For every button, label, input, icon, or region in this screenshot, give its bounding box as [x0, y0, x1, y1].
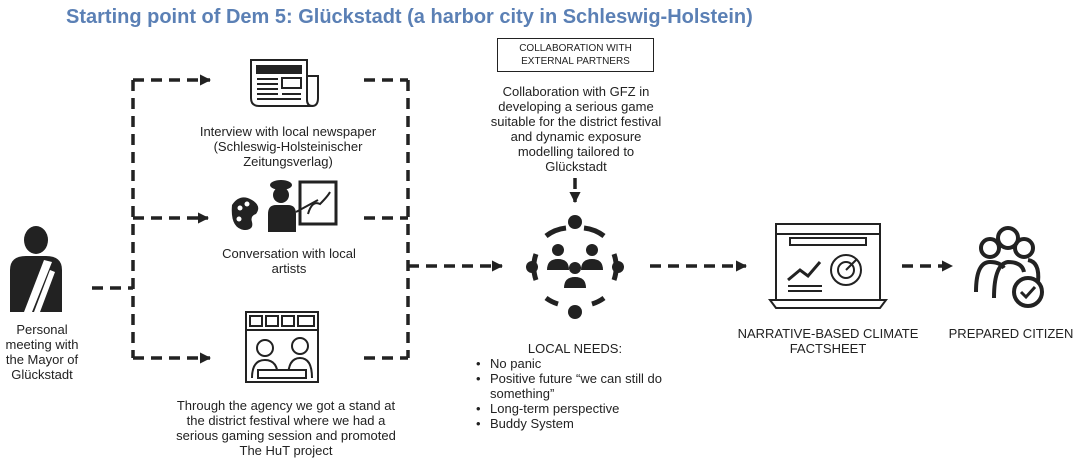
newspaper-icon	[250, 59, 319, 107]
artist-label: Conversation with local artists	[222, 246, 356, 276]
factsheet-label: NARRATIVE-BASED CLIMATE FACTSHEET	[737, 326, 919, 356]
citizen-group-icon	[974, 226, 1044, 308]
collaboration-box: COLLABORATION WITH EXTERNAL PARTNERS	[497, 38, 654, 72]
community-network-icon	[526, 215, 624, 319]
newspaper-label: Interview with local newspaper (Schleswi…	[199, 124, 377, 169]
list-item: Positive future “we can still do somethi…	[476, 371, 710, 401]
mayor-meeting-label: Personal meeting with the Mayor of Glück…	[5, 322, 79, 382]
artist-icon	[231, 180, 338, 232]
list-item: No panic	[476, 356, 726, 371]
list-item: Buddy System	[476, 416, 726, 431]
local-needs-list: No panic Positive future “we can still d…	[476, 356, 726, 431]
festival-label: Through the agency we got a stand at the…	[176, 398, 396, 458]
outcome-label: PREPARED CITIZEN	[948, 326, 1074, 341]
festival-stand-icon	[245, 311, 319, 383]
local-needs-heading: LOCAL NEEDS:	[527, 341, 623, 356]
person-icon	[10, 226, 62, 312]
list-item: Long-term perspective	[476, 401, 726, 416]
factsheet-icon	[768, 223, 888, 309]
page-title: Starting point of Dem 5: Glückstadt (a h…	[66, 6, 753, 28]
collaboration-description: Collaboration with GFZ in developing a s…	[490, 84, 662, 174]
